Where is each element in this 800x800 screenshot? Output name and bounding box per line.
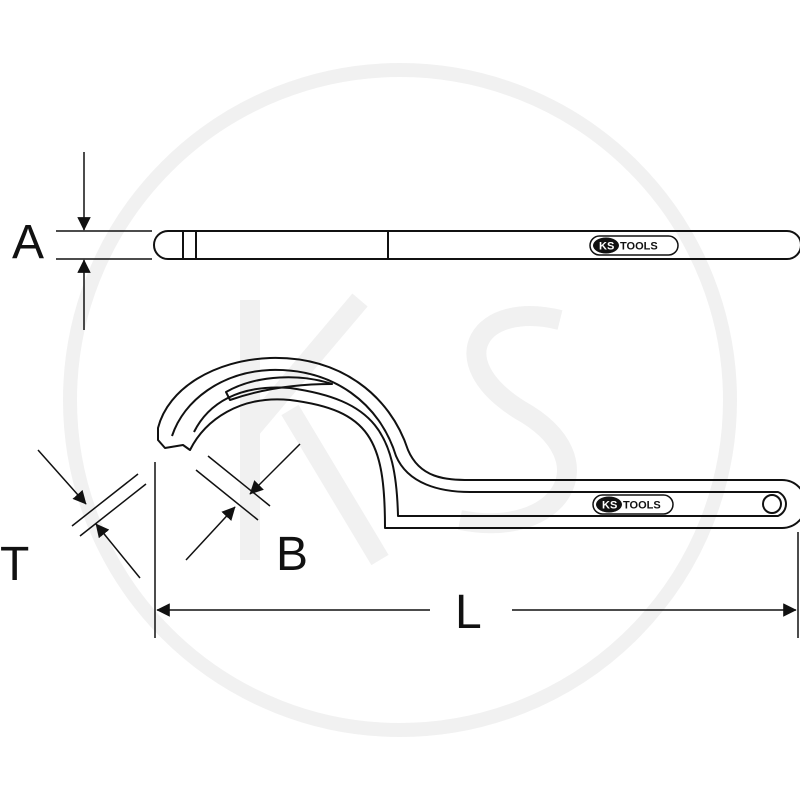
dimension-b-extension-1 xyxy=(195,469,259,521)
logo-ks-text: KS xyxy=(602,500,617,512)
wrench-inner-outline xyxy=(171,368,787,517)
logo-ks-text: KS xyxy=(599,241,614,253)
wrench-side-view xyxy=(157,356,800,529)
wrench-outline xyxy=(157,356,800,529)
logo-tools-text: TOOLS xyxy=(623,500,661,512)
dimension-a xyxy=(56,152,152,330)
dimension-l xyxy=(154,462,799,638)
wrench-top-view xyxy=(153,230,800,260)
dimension-t-arrow-2 xyxy=(95,523,141,579)
dimension-b xyxy=(185,443,301,561)
dimension-b-arrow-1 xyxy=(185,506,236,561)
ks-tools-logo-top: KS TOOLS xyxy=(589,235,679,256)
dimension-t-arrow-1 xyxy=(37,449,87,505)
dimension-a-label: A xyxy=(12,216,44,269)
dimension-b-extension-2 xyxy=(207,455,271,507)
dimension-t-extension-2 xyxy=(79,483,147,537)
dimension-t xyxy=(37,449,147,579)
dimension-l-label: L xyxy=(455,586,482,639)
dimension-b-arrow-2 xyxy=(249,443,301,495)
dimension-t-label: T xyxy=(0,538,29,591)
hook-slot xyxy=(225,376,333,401)
dimension-b-label: B xyxy=(276,528,308,581)
handle-hole xyxy=(762,494,782,514)
logo-tools-text: TOOLS xyxy=(620,241,658,253)
ks-tools-logo-side: KS TOOLS xyxy=(592,494,674,515)
dimension-t-extension-1 xyxy=(71,473,139,527)
background-watermark xyxy=(63,63,737,737)
